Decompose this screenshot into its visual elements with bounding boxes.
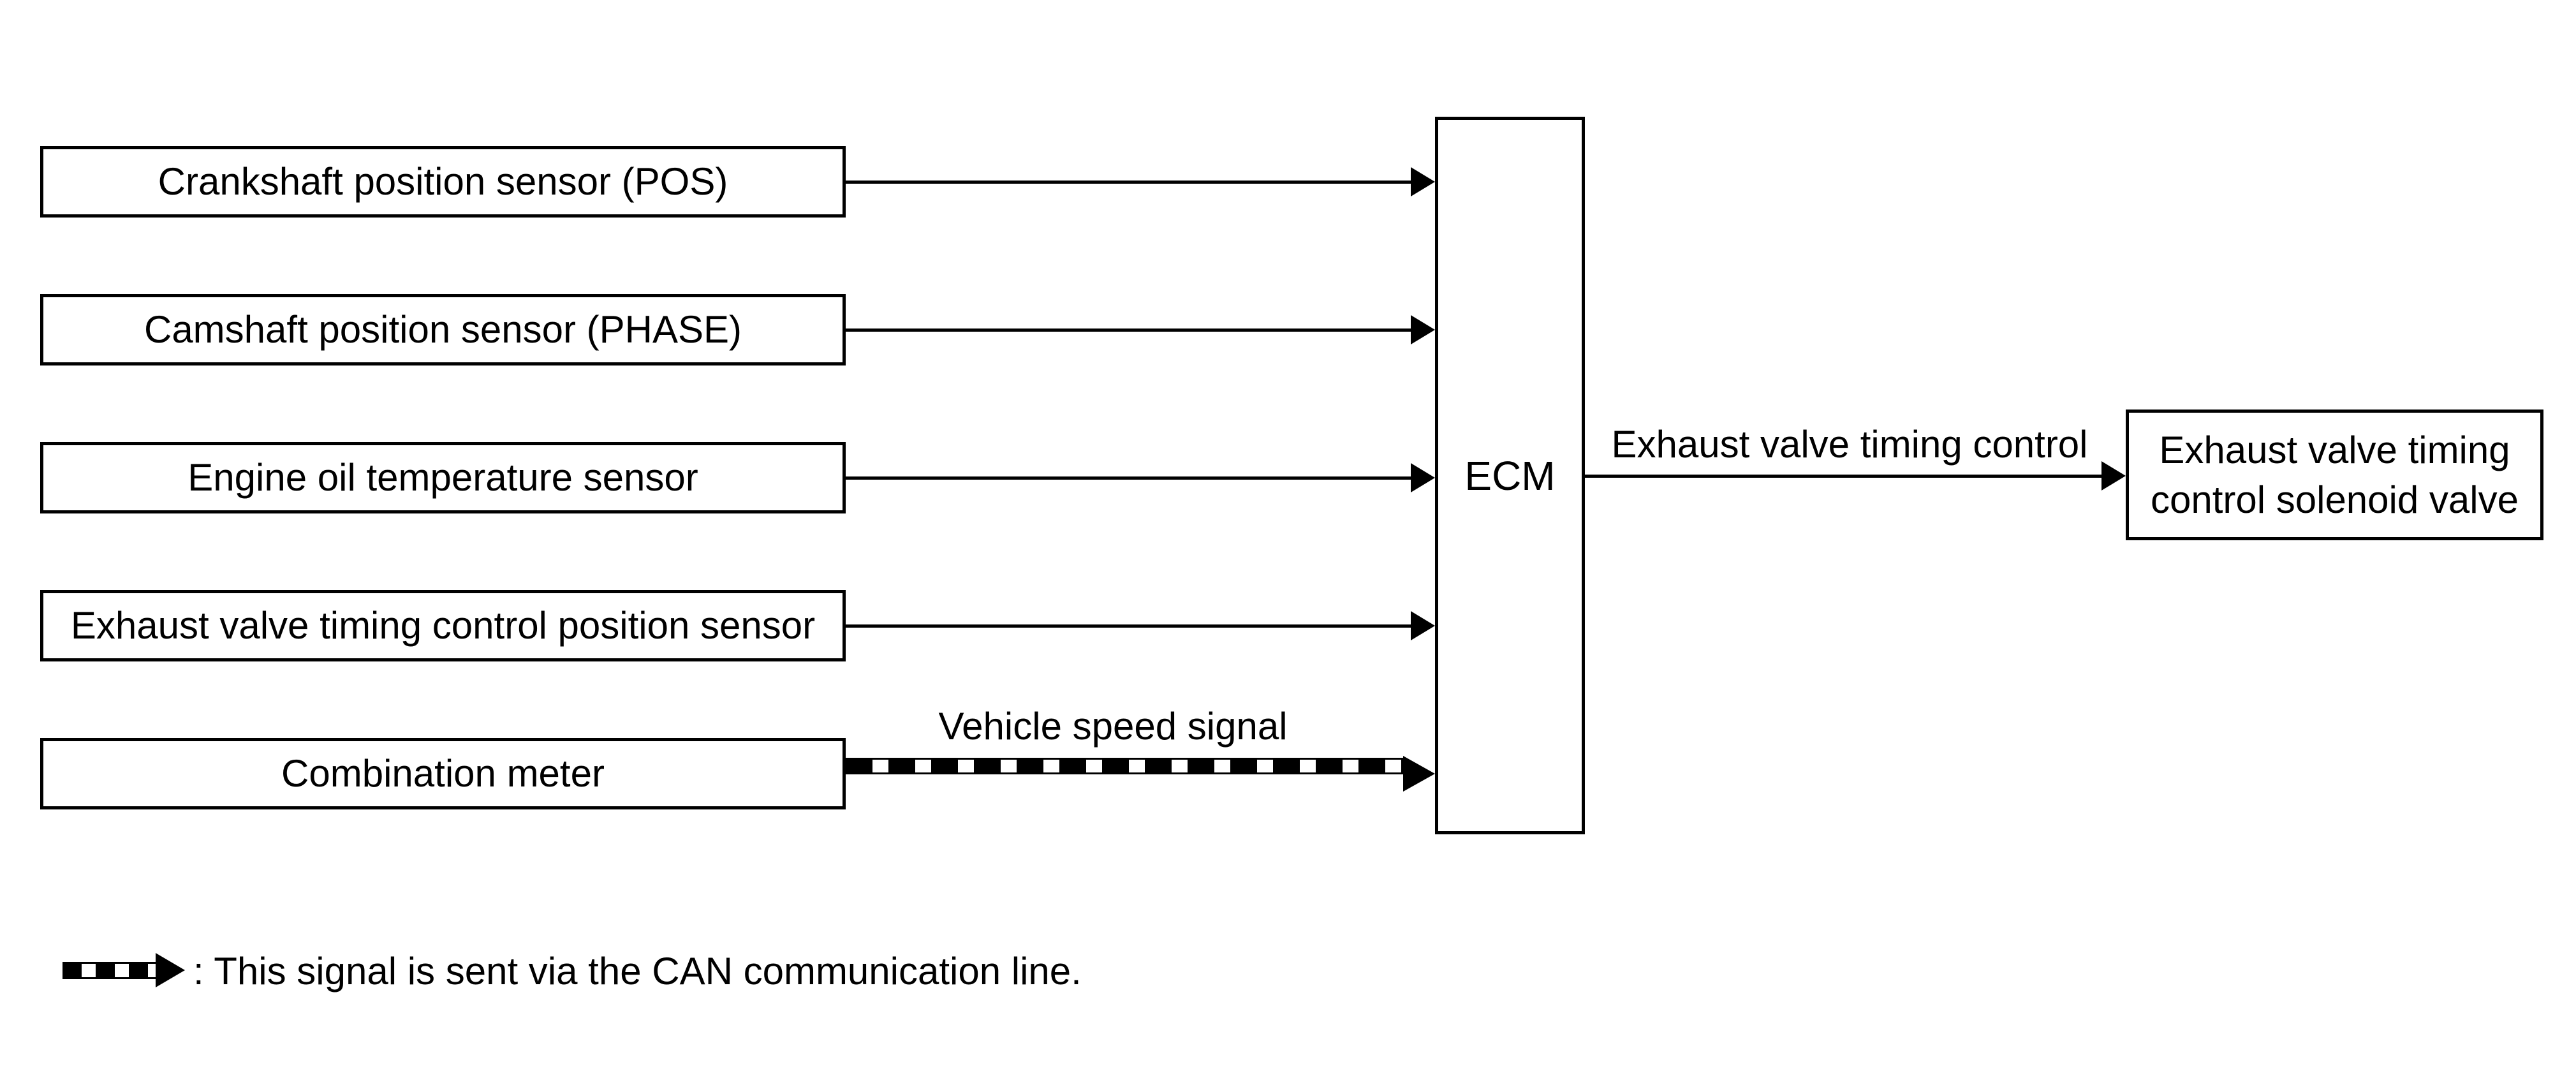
output-box-exhaust-valve-timing-control-solenoid-valve: Exhaust valve timing control solenoid va… [2126, 410, 2543, 540]
arrowhead-icon [1411, 167, 1435, 196]
input-box-label: Crankshaft position sensor (POS) [158, 160, 728, 203]
oil-temperature-signal-line [846, 476, 1415, 480]
input-box-crankshaft-position-sensor: Crankshaft position sensor (POS) [40, 146, 846, 218]
input-box-camshaft-position-sensor: Camshaft position sensor (PHASE) [40, 294, 846, 365]
input-box-exhaust-valve-timing-control-position-sensor: Exhaust valve timing control position se… [40, 590, 846, 661]
output-box-label: Exhaust valve timing control solenoid va… [2151, 425, 2519, 525]
output-box-label-line2: control solenoid valve [2150, 478, 2519, 521]
input-box-combination-meter: Combination meter [40, 738, 846, 809]
input-box-label: Exhaust valve timing control position se… [70, 604, 816, 647]
arrowhead-icon [1411, 463, 1435, 492]
arrowhead-icon [1411, 315, 1435, 344]
input-box-label: Camshaft position sensor (PHASE) [144, 308, 742, 351]
input-box-engine-oil-temperature-sensor: Engine oil temperature sensor [40, 442, 846, 513]
input-box-label: Engine oil temperature sensor [188, 456, 698, 499]
exhaust-valve-timing-control-arrow-label: Exhaust valve timing control [1611, 423, 2088, 466]
output-box-label-line1: Exhaust valve timing [2159, 428, 2510, 471]
valve-timing-position-signal-line [846, 624, 1415, 628]
legend-can-dashed-line-icon [63, 962, 156, 979]
crankshaft-signal-line [846, 181, 1415, 184]
legend-text: : This signal is sent via the CAN commun… [193, 950, 1082, 993]
exhaust-valve-timing-control-line [1585, 475, 2105, 478]
ecm-box: ECM [1435, 117, 1585, 834]
camshaft-signal-line [846, 328, 1415, 332]
vehicle-speed-signal-label: Vehicle speed signal [938, 705, 1288, 748]
can-dashed-line [846, 758, 1404, 774]
arrowhead-icon [2101, 461, 2126, 491]
arrowhead-icon [1411, 611, 1435, 640]
can-arrowhead-icon [1403, 756, 1435, 792]
legend-can-arrowhead-icon [156, 953, 185, 987]
ecm-label: ECM [1464, 452, 1556, 499]
input-box-label: Combination meter [281, 752, 605, 795]
